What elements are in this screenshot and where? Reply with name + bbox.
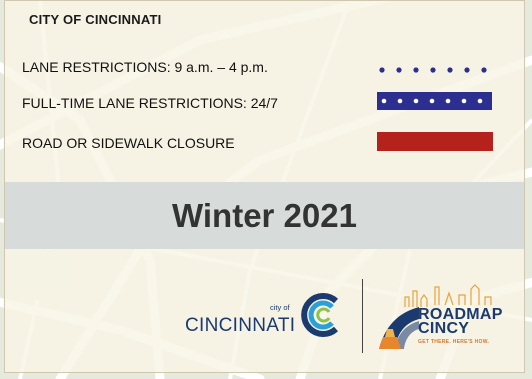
- logo-strip: city of CINCINNATI ROAD: [177, 275, 517, 355]
- city-c-logo-icon: [301, 293, 339, 337]
- roadmap-logo-line2: CINCY: [418, 320, 470, 337]
- band-dots: [381, 98, 483, 104]
- roadmap-logo-name: ROADMAP CINCY: [418, 306, 503, 337]
- dotted-band-symbol: [377, 92, 492, 110]
- legend-item-full-time-restrictions: FULL-TIME LANE RESTRICTIONS: 24/7: [5, 91, 526, 115]
- legend-item-closure: ROAD OR SIDEWALK CLOSURE: [5, 131, 526, 155]
- season-banner: Winter 2021: [5, 182, 524, 249]
- dotted-line-symbol: [379, 67, 487, 73]
- season-title: Winter 2021: [172, 197, 357, 234]
- roadmap-cincy-logo-icon: [379, 284, 492, 349]
- solid-band-symbol: [377, 132, 493, 151]
- roadmap-logo-tagline: GET THERE. HERE'S HOW.: [418, 339, 490, 345]
- roadmap-logo-line1: ROADMAP: [418, 306, 503, 323]
- legend-agency-title: CITY OF CINCINNATI: [29, 12, 162, 27]
- legend-label-full-time-restrictions: FULL-TIME LANE RESTRICTIONS: 24/7: [22, 95, 278, 111]
- city-logo-prefix: city of: [270, 303, 290, 312]
- city-logo-name: CINCINNATI: [185, 315, 296, 336]
- legend-item-lane-restrictions: LANE RESTRICTIONS: 9 a.m. – 4 p.m.: [5, 55, 526, 79]
- legend-label-closure: ROAD OR SIDEWALK CLOSURE: [22, 135, 235, 151]
- legend-label-lane-restrictions: LANE RESTRICTIONS: 9 a.m. – 4 p.m.: [22, 59, 268, 75]
- logo-divider: [362, 279, 363, 353]
- map-legend: CITY OF CINCINNATI LANE RESTRICTIONS: 9 …: [4, 0, 525, 373]
